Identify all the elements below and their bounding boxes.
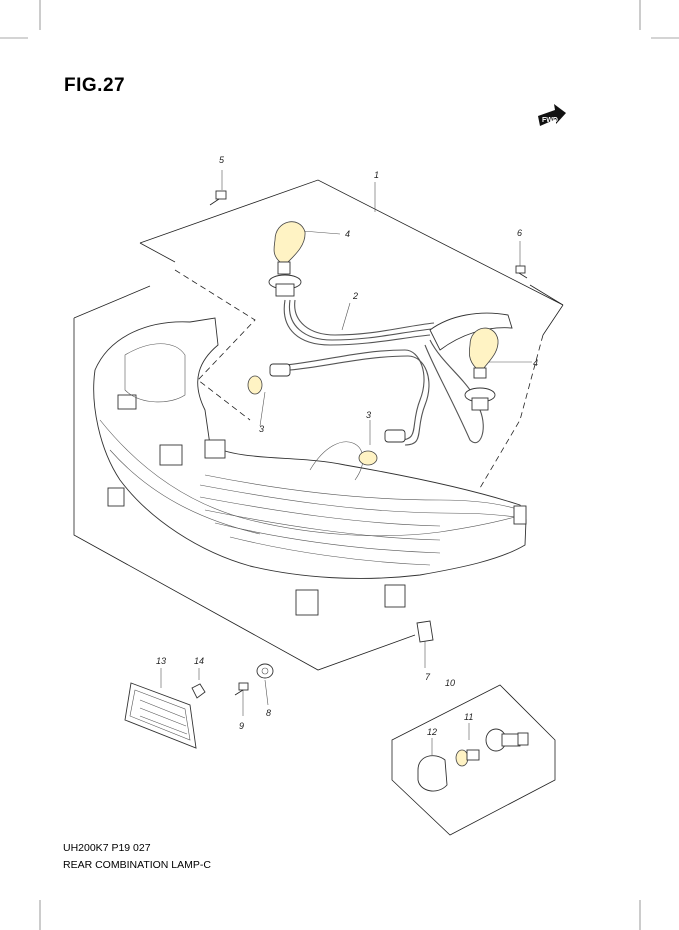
screw-top-left[interactable] (209, 190, 227, 206)
leader-lines (160, 170, 532, 755)
clip-nut[interactable] (416, 620, 434, 643)
callout-3b: 3 (366, 410, 371, 420)
callout-10: 10 (445, 678, 455, 688)
reflector[interactable] (124, 682, 197, 749)
fwd-badge-text: FWD (542, 117, 558, 124)
diagram-code: UH200K7 P19 027 (63, 842, 151, 854)
callout-9: 9 (239, 721, 244, 731)
rear-combination-lamp-housing[interactable] (93, 317, 527, 616)
callout-1: 1 (374, 170, 379, 180)
license-lamp-bulb[interactable] (455, 749, 480, 767)
screw-right[interactable] (515, 265, 528, 279)
license-lamp-kit-outline (391, 684, 556, 836)
diagram-caption: REAR COMBINATION LAMP-C (63, 859, 211, 871)
screw-bottom[interactable] (234, 682, 249, 696)
callout-4b: 4 (533, 358, 538, 368)
callout-13: 13 (156, 656, 166, 666)
callout-4a: 4 (345, 229, 350, 239)
small-bulb-left[interactable] (247, 363, 291, 395)
callout-2: 2 (352, 291, 358, 301)
license-lamp-lens[interactable] (417, 755, 448, 792)
callout-11: 11 (464, 712, 473, 722)
assembly-outline (73, 179, 564, 671)
bulb-right[interactable] (468, 327, 499, 379)
wiring-harness[interactable] (283, 299, 513, 446)
bulb-top[interactable] (273, 221, 306, 275)
callout-3a: 3 (259, 424, 264, 434)
grommet[interactable] (256, 663, 274, 679)
socket-top[interactable] (268, 274, 302, 297)
forward-arrow-icon: FWD (538, 104, 566, 126)
callout-6: 6 (517, 228, 522, 238)
callout-12: 12 (427, 727, 437, 737)
callout-7: 7 (425, 672, 431, 682)
callout-labels: 1 2 3 3 4 4 5 6 7 8 9 10 11 12 13 14 (156, 155, 538, 737)
figure-title: FIG.27 (64, 75, 126, 96)
socket-right[interactable] (464, 387, 496, 411)
callout-5: 5 (219, 155, 225, 165)
callout-14: 14 (194, 656, 204, 666)
callout-8: 8 (266, 708, 271, 718)
small-bulb-center[interactable] (358, 429, 406, 466)
reflector-nut[interactable] (191, 683, 206, 699)
license-lamp-socket[interactable] (485, 728, 529, 752)
